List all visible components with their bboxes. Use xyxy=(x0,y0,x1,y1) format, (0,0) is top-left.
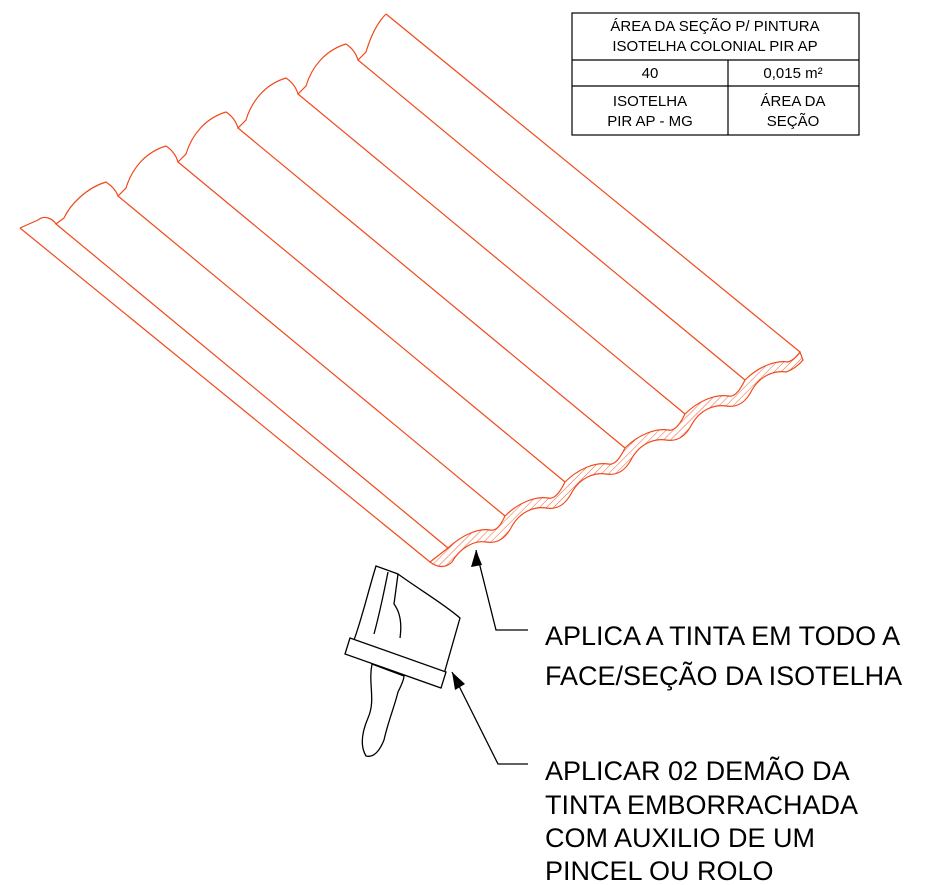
paint-brush-icon xyxy=(344,565,461,757)
table-frame xyxy=(571,12,860,136)
callout-two-coats-line4: PINCEL OU ROLO xyxy=(545,856,774,885)
table-header-line2: ISOTELHA COLONIAL PIR AP xyxy=(612,38,817,55)
tile-top-profile xyxy=(19,13,387,229)
callout-two-coats: APLICAR 02 DEMÃO DA TINTA EMBORRACHADA C… xyxy=(545,755,858,885)
leader-arrowhead xyxy=(471,550,482,567)
table-value-left: 40 xyxy=(642,65,659,82)
tile-ridge-3 xyxy=(177,161,566,483)
table-label-right-line2: SEÇÃO xyxy=(767,113,820,130)
leader-paint-face xyxy=(471,549,528,631)
table-value-right: 0,015 m² xyxy=(763,65,822,82)
table-label-right-line1: ÁREA DA xyxy=(760,93,825,110)
roof-tile-drawing xyxy=(19,13,804,568)
section-area-table: ÁREA DA SEÇÃO P/ PINTURA ISOTELHA COLONI… xyxy=(571,12,860,136)
brush-bristle-stroke xyxy=(393,573,402,639)
tile-ridge-4 xyxy=(237,127,626,449)
tile-cross-section xyxy=(429,350,804,568)
tile-ridge-6 xyxy=(357,59,746,381)
leader-line xyxy=(475,549,528,631)
leader-two-coats xyxy=(451,671,528,765)
table-label-left-line2: PIR AP - MG xyxy=(607,113,693,130)
leader-line xyxy=(451,671,528,765)
tile-left-edge xyxy=(19,227,431,563)
callout-paint-face-line2: FACE/SEÇÃO DA ISOTELHA xyxy=(545,660,902,691)
leader-arrowhead xyxy=(452,672,465,690)
tile-ridge-5 xyxy=(297,93,686,415)
tile-ridge-2 xyxy=(117,195,506,517)
callout-paint-face-line1: APLICA A TINTA EM TODO A xyxy=(545,621,900,651)
callout-two-coats-line1: APLICAR 02 DEMÃO DA xyxy=(545,755,850,786)
tile-ridge-1 xyxy=(55,223,449,549)
callout-two-coats-line2: TINTA EMBORRACHADA xyxy=(545,790,858,820)
callout-two-coats-line3: COM AUXILIO DE UM xyxy=(545,823,815,853)
brush-bristle-stroke xyxy=(373,571,389,635)
brush-handle xyxy=(361,663,405,757)
brush-bristles xyxy=(353,565,461,675)
table-label-left-line1: ISOTELHA xyxy=(613,93,687,110)
brush-ferrule xyxy=(344,637,447,689)
tile-right-edge xyxy=(385,13,801,353)
callout-paint-face: APLICA A TINTA EM TODO A FACE/SEÇÃO DA I… xyxy=(545,621,902,691)
table-header-line1: ÁREA DA SEÇÃO P/ PINTURA xyxy=(610,18,819,35)
